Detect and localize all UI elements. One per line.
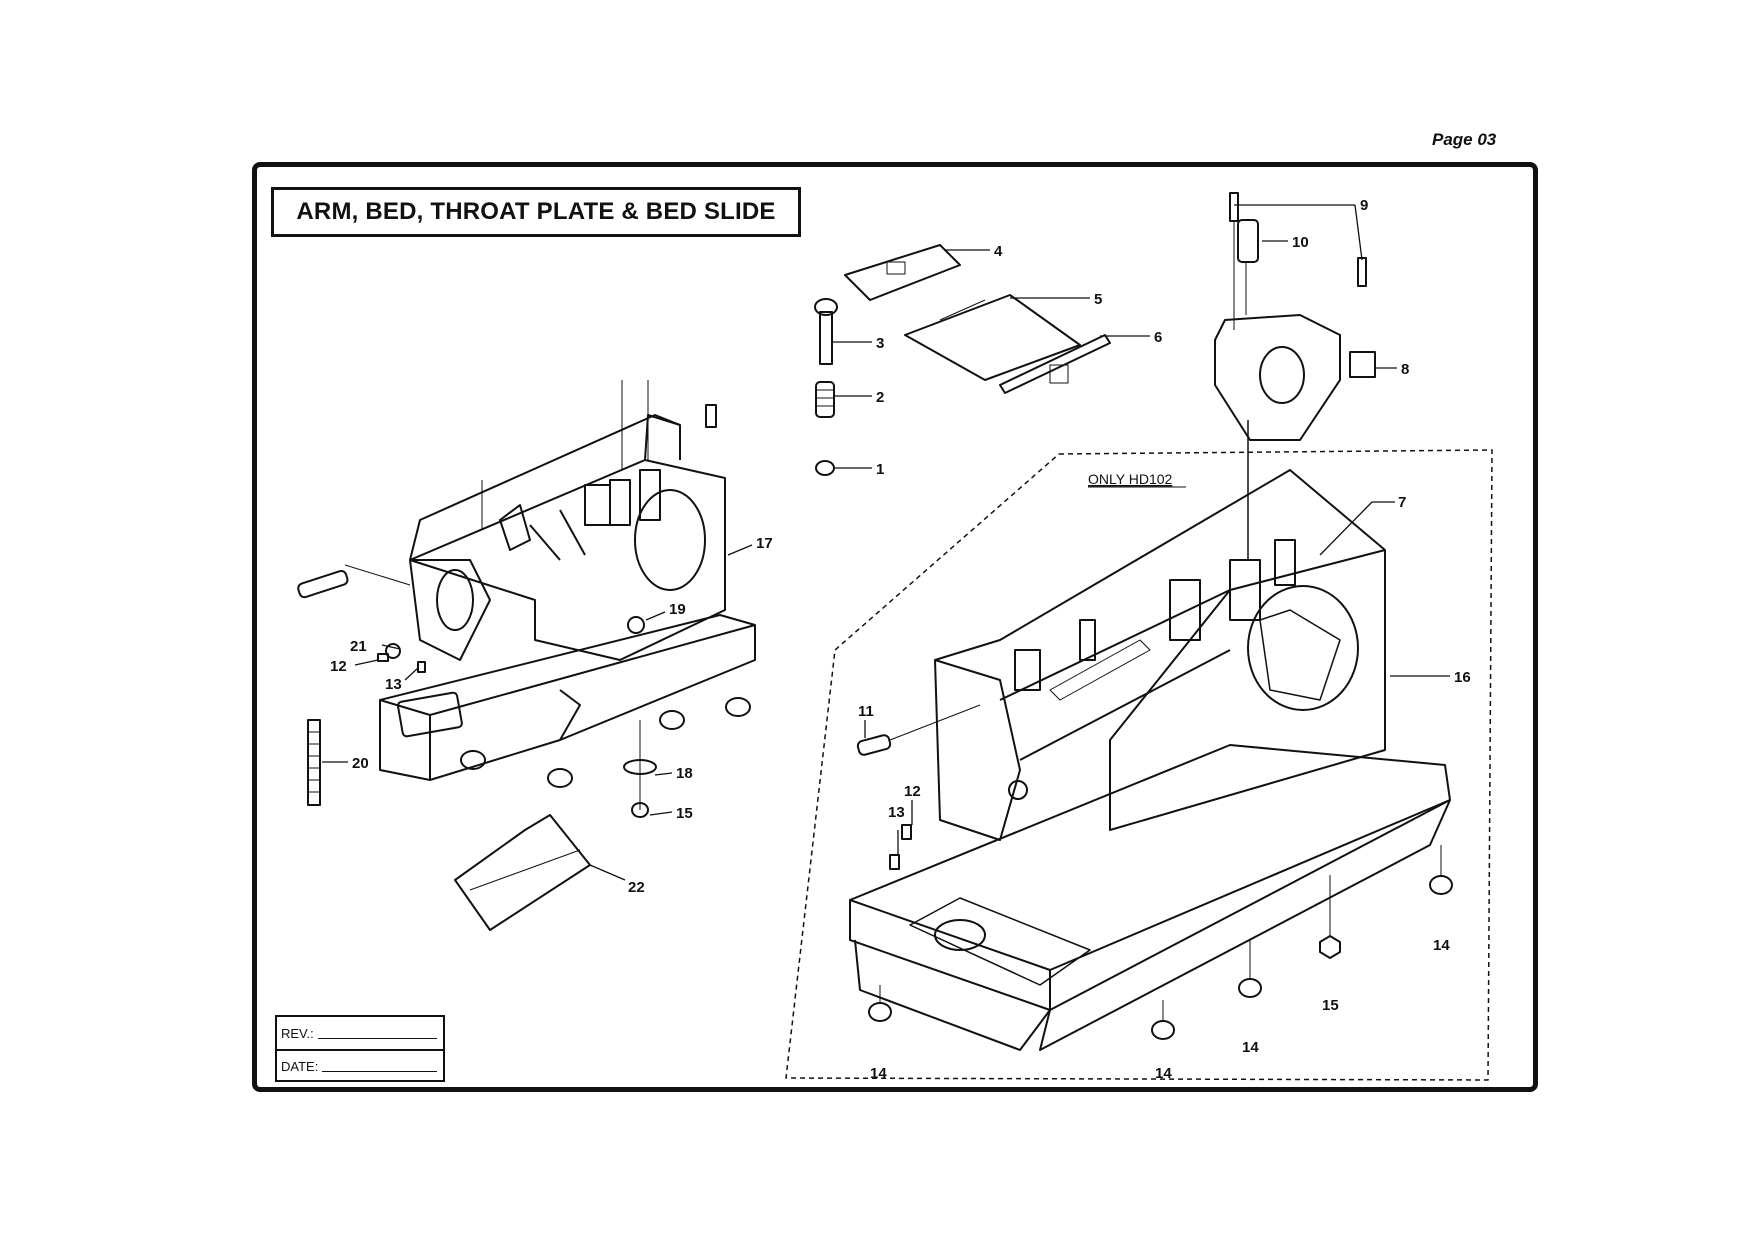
left-nut-15 — [631, 802, 649, 818]
variant-label: ONLY HD102 — [1088, 471, 1173, 487]
left-bed-body — [379, 614, 756, 781]
callout-7: 7 — [1398, 494, 1406, 511]
throat-plate-group — [814, 244, 1111, 476]
callout-17: 17 — [756, 535, 773, 552]
callout-19: 19 — [669, 601, 686, 618]
date-line — [322, 1070, 437, 1072]
left-screw-12 — [377, 653, 389, 662]
left-bed-slide-22 — [454, 814, 591, 931]
leader-lines — [322, 204, 1450, 881]
callout-14: 14 — [1155, 1065, 1172, 1082]
left-foot — [659, 710, 685, 730]
callout-15-right: 15 — [1322, 997, 1339, 1014]
shaft-3 — [819, 311, 833, 365]
callout-8: 8 — [1401, 361, 1409, 378]
left-washer-18 — [623, 759, 657, 775]
drawing-frame — [252, 162, 1538, 1092]
left-shaft-pin — [297, 569, 349, 599]
variant-boundary — [785, 449, 1493, 1081]
callout-10: 10 — [1292, 234, 1309, 251]
left-foot — [547, 768, 573, 788]
right-bed-body — [849, 744, 1451, 1011]
bed-slide-rail-6 — [999, 334, 1111, 394]
throat-plate-4 — [844, 244, 961, 301]
right-shaft-11 — [856, 734, 892, 756]
left-foot — [460, 750, 486, 770]
left-arm-column — [409, 459, 726, 661]
callout-22: 22 — [628, 879, 645, 896]
right-arm-assembly — [785, 420, 1493, 1081]
callout-labels: 1 2 3 4 5 6 7 8 9 10 11 12 13 14 14 14 1… — [330, 197, 1471, 1082]
left-bed-edge — [379, 624, 756, 716]
callout-3: 3 — [876, 335, 884, 352]
callout-16: 16 — [1454, 669, 1471, 686]
callout-9: 9 — [1360, 197, 1368, 214]
screw-9 — [1357, 257, 1367, 287]
callout-12-right: 12 — [904, 783, 921, 800]
left-screw-13 — [417, 661, 426, 673]
right-screw-13 — [889, 854, 900, 870]
rev-line — [317, 1037, 437, 1039]
revision-block: REV.: DATE: — [275, 1015, 445, 1082]
left-bobbin-area — [396, 691, 463, 738]
left-foot — [725, 697, 751, 717]
callout-18: 18 — [676, 765, 693, 782]
callout-11: 11 — [858, 703, 874, 720]
callout-12-left: 12 — [330, 658, 347, 675]
date-label: DATE: — [281, 1058, 319, 1074]
bracket-8 — [1214, 314, 1341, 441]
callout-14: 14 — [1433, 937, 1450, 954]
left-head — [409, 559, 491, 661]
callout-20: 20 — [352, 755, 369, 772]
callout-13-left: 13 — [385, 676, 402, 693]
right-handwheel-opening — [1247, 585, 1359, 711]
callout-6: 6 — [1154, 329, 1162, 346]
date-row: DATE: — [277, 1049, 443, 1081]
callout-4: 4 — [994, 243, 1003, 260]
left-strip-20 — [307, 719, 321, 806]
nut-1 — [815, 460, 835, 476]
right-bobbin-area — [909, 897, 1091, 986]
right-screw-12 — [901, 824, 912, 840]
callout-1: 1 — [876, 461, 884, 478]
screw-9 — [1229, 192, 1239, 222]
callout-14: 14 — [1242, 1039, 1259, 1056]
right-nut-15 — [1319, 935, 1341, 959]
left-part-19 — [627, 616, 645, 634]
left-arm-top — [409, 414, 681, 561]
right-foot-14 — [1151, 1020, 1175, 1040]
callout-14: 14 — [870, 1065, 887, 1082]
right-arm-top — [934, 469, 1386, 661]
right-arm-column — [1109, 549, 1386, 831]
left-handwheel-opening — [634, 489, 706, 591]
left-arm-assembly — [297, 380, 756, 931]
callout-2: 2 — [876, 389, 884, 406]
callout-13-right: 13 — [888, 804, 905, 821]
rev-label: REV.: — [281, 1025, 314, 1041]
drawing-title: ARM, BED, THROAT PLATE & BED SLIDE — [271, 187, 801, 237]
page-number: Page 03 — [1432, 130, 1497, 149]
bushing-10 — [1237, 219, 1259, 263]
bracket-group — [1214, 192, 1376, 441]
right-foot-14 — [1429, 875, 1453, 895]
bed-slide-plate-5 — [904, 294, 1081, 381]
right-foot-14 — [1238, 978, 1262, 998]
callout-15-left: 15 — [676, 805, 693, 822]
left-washer-21 — [385, 643, 401, 659]
revision-row: REV.: — [277, 1017, 443, 1049]
callout-5: 5 — [1094, 291, 1102, 308]
right-foot-14 — [868, 1002, 892, 1022]
callout-21: 21 — [350, 638, 367, 655]
spring-2 — [815, 381, 835, 418]
right-head — [934, 659, 1021, 841]
